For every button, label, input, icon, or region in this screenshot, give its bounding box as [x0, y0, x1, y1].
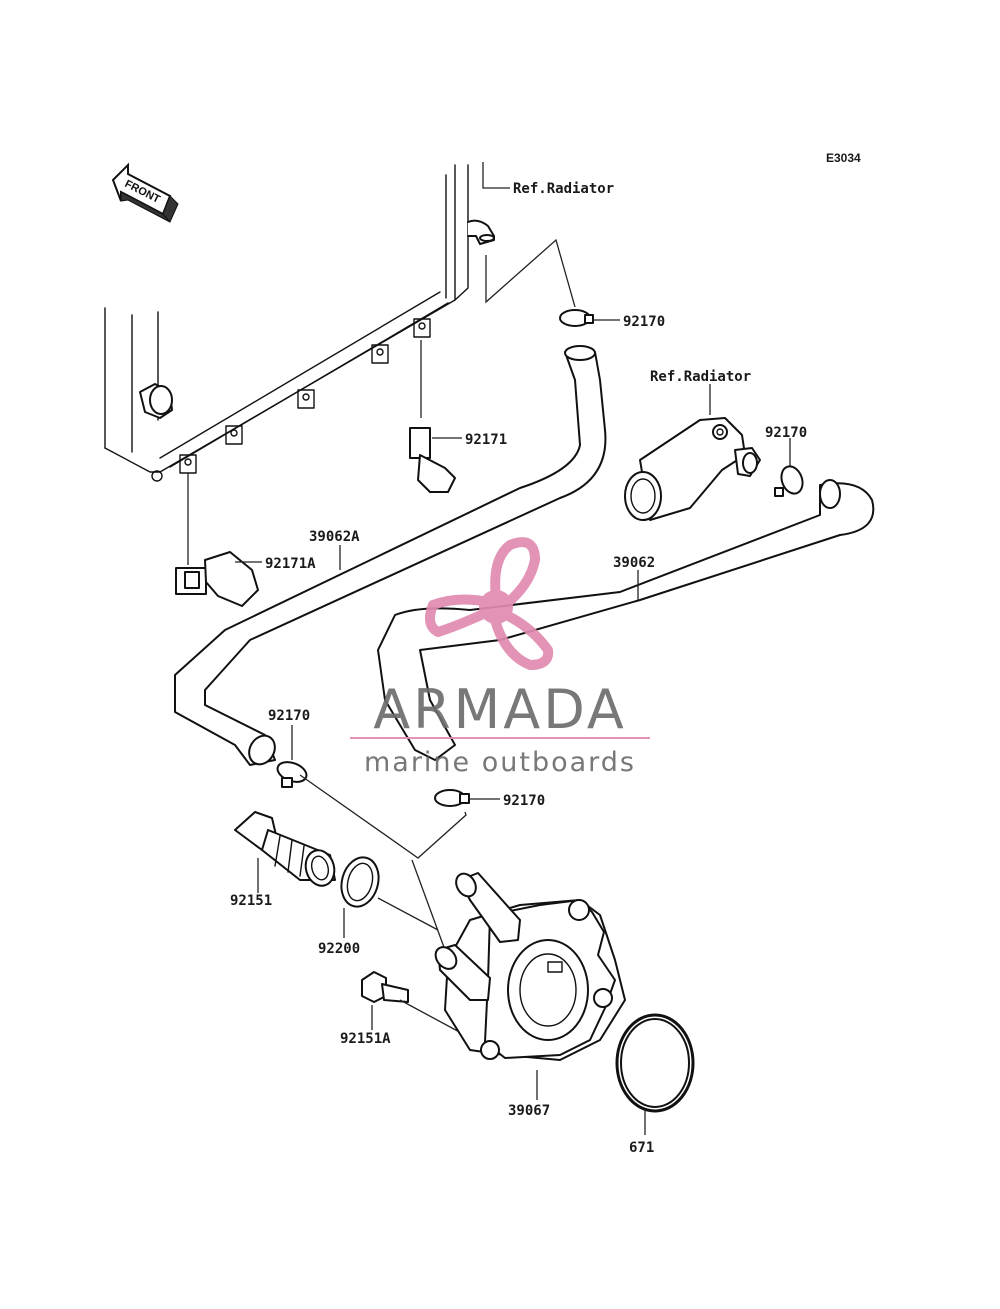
label-clamp-right: 92170 [765, 425, 807, 441]
oil-cooler-icon [434, 872, 626, 1061]
label-clamp-left: 92170 [268, 708, 310, 724]
label-clip-upper: 92171 [465, 432, 507, 448]
label-oring-small: 92200 [318, 941, 360, 957]
hose-clamp-left-icon [276, 761, 308, 788]
armada-logo: ARMADA marine outboards [350, 537, 650, 778]
oring-small-icon [340, 856, 380, 908]
label-cooler: 39067 [508, 1103, 550, 1119]
hose-clamp-top-icon [559, 309, 594, 327]
label-clip-lower: 92171A [265, 556, 316, 572]
propeller-icon [424, 537, 554, 670]
radiator-outline [104, 164, 495, 482]
label-clamp-mid: 92170 [503, 793, 545, 809]
hose-clamp-mid-icon [434, 789, 470, 807]
label-bolt: 92151A [340, 1031, 391, 1047]
oring-large-icon [615, 1013, 695, 1113]
logo-tagline: marine outboards [364, 747, 636, 778]
diagram-code: E3034 [826, 151, 861, 165]
bolt-icon [361, 971, 409, 1003]
front-arrow-icon: FRONT [111, 162, 179, 223]
ref-radiator-right: Ref.Radiator [650, 369, 751, 385]
label-hose-right: 39062 [613, 555, 655, 571]
hose-clip-lower-icon [175, 473, 259, 607]
label-clamp-top: 92170 [623, 314, 665, 330]
label-fitting: 92151 [230, 893, 272, 909]
label-oring-large: 671 [629, 1140, 654, 1156]
hose-clamp-right-icon [774, 465, 804, 497]
pipe-fitting-icon [234, 811, 336, 887]
hose-clip-upper-icon [409, 340, 456, 493]
radiator-outlet-fitting-icon [624, 417, 761, 521]
label-hose-left: 39062A [309, 529, 360, 545]
ref-radiator-top: Ref.Radiator [513, 181, 614, 197]
logo-name: ARMADA [373, 678, 627, 741]
